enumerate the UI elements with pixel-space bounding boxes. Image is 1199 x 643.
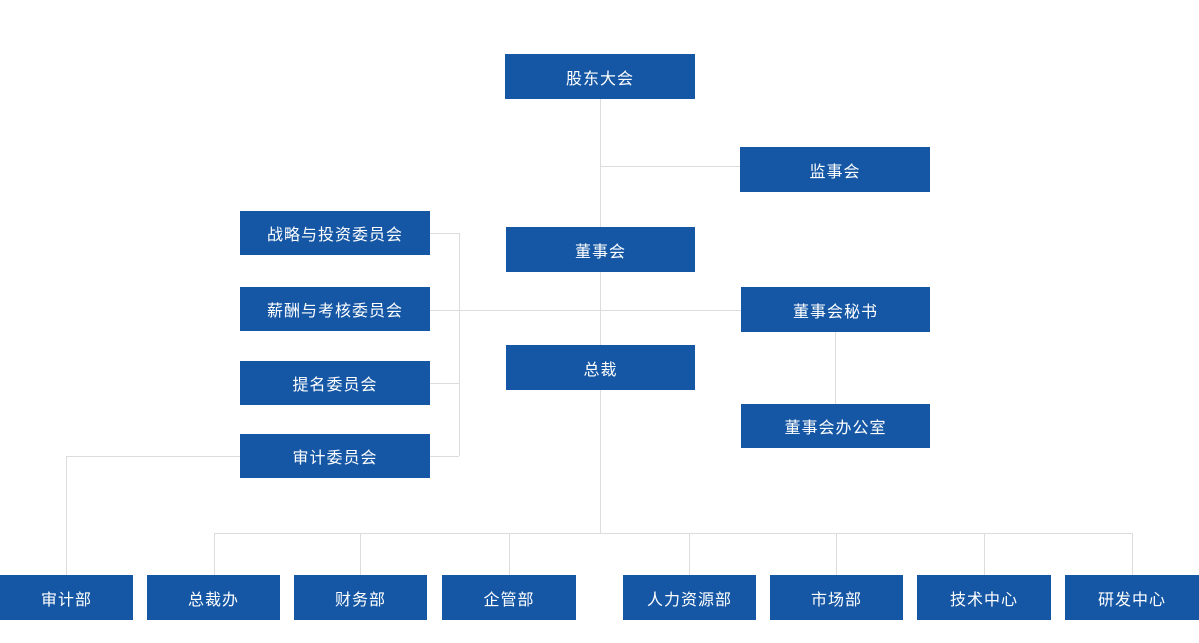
node-nomination-committee: 提名委员会	[240, 361, 430, 405]
connector-audit-department-drop	[66, 456, 67, 575]
connector-board-crossbar	[430, 310, 741, 311]
connector-supervisory-branch	[600, 166, 740, 167]
connector-marketing-drop	[836, 533, 837, 575]
connector-center-spine	[600, 99, 601, 533]
node-audit-department: 审计部	[0, 575, 133, 620]
connector-departments-rail	[214, 533, 1132, 534]
node-board-secretary: 董事会秘书	[741, 287, 930, 332]
connector-enterprise-mgmt-drop	[509, 533, 510, 575]
node-hr-department: 人力资源部	[623, 575, 756, 620]
node-board-office: 董事会办公室	[741, 404, 930, 448]
node-shareholders-meeting: 股东大会	[505, 54, 695, 99]
connector-technology-drop	[984, 533, 985, 575]
connector-president-office-drop	[214, 533, 215, 575]
node-president-office: 总裁办	[147, 575, 280, 620]
node-marketing-department: 市场部	[770, 575, 903, 620]
connector-committee-rail	[459, 233, 460, 456]
node-finance-department: 财务部	[294, 575, 427, 620]
connector-rd-drop	[1132, 533, 1133, 575]
node-board-of-directors: 董事会	[506, 227, 695, 272]
connector-hr-drop	[689, 533, 690, 575]
node-supervisory-board: 监事会	[740, 147, 930, 192]
node-audit-committee: 审计委员会	[240, 434, 430, 478]
node-technology-center: 技术中心	[917, 575, 1051, 620]
connector-nomination-stub	[430, 383, 459, 384]
node-enterprise-management-department: 企管部	[442, 575, 576, 620]
connector-strategy-stub	[430, 233, 459, 234]
node-compensation-appraisal-committee: 薪酬与考核委员会	[240, 287, 430, 331]
node-rd-center: 研发中心	[1065, 575, 1199, 620]
node-president: 总裁	[506, 345, 695, 390]
connector-finance-drop	[360, 533, 361, 575]
node-strategy-investment-committee: 战略与投资委员会	[240, 211, 430, 255]
connector-secretary-office-drop	[835, 332, 836, 404]
